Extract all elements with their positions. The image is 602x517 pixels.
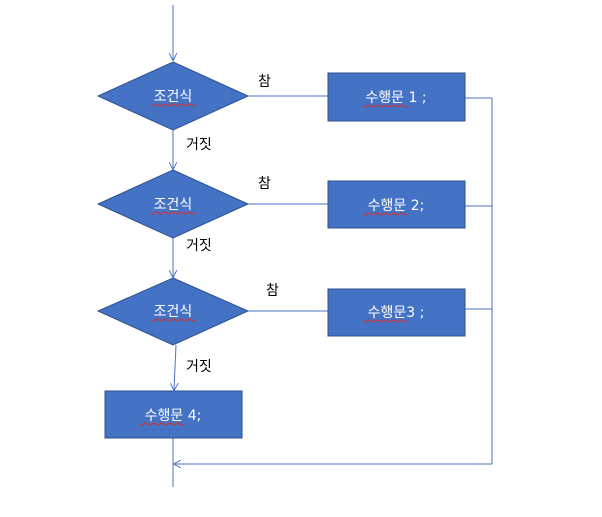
true-label-1: 참 <box>258 74 271 90</box>
condition-diamond <box>96 169 250 239</box>
spellcheck-squiggle <box>150 103 196 107</box>
spellcheck-squiggle <box>362 319 408 323</box>
spellcheck-squiggle <box>362 104 408 108</box>
statement-1: 수행문 1 ; <box>327 72 466 122</box>
connectors <box>173 5 493 487</box>
statement-label: 수행문 1 ; <box>365 90 426 106</box>
statement-4: 수행문 4; <box>104 390 243 439</box>
statement-box <box>104 390 243 439</box>
spellcheck-squiggle <box>139 422 185 426</box>
true-label-2: 참 <box>258 176 271 192</box>
statement-box <box>327 180 466 229</box>
condition-2: 조건식 <box>96 169 250 239</box>
condition-label: 조건식 <box>154 89 193 105</box>
statement-box <box>327 72 466 122</box>
true-label-3: 참 <box>266 283 279 299</box>
condition-3: 조건식 <box>96 277 250 346</box>
condition-diamond <box>96 61 250 131</box>
false-label-1: 거짓 <box>186 137 212 153</box>
condition-diamond <box>96 277 250 346</box>
statement-label: 수행문 4; <box>145 408 202 424</box>
spellcheck-squiggle <box>150 318 196 322</box>
statement-box <box>327 288 466 337</box>
false-label-2: 거짓 <box>186 238 212 254</box>
false-arrow-3 <box>174 344 176 390</box>
condition-label: 조건식 <box>154 304 193 320</box>
spellcheck-squiggle <box>150 211 196 215</box>
false-label-3: 거짓 <box>186 359 212 375</box>
statement-3: 수행문3 ; <box>327 288 466 337</box>
condition-label: 조건식 <box>154 197 193 213</box>
statement-label: 수행문3 ; <box>368 305 425 321</box>
condition-1: 조건식 <box>96 61 250 131</box>
statement-2: 수행문 2; <box>327 180 466 229</box>
statement-label: 수행문 2; <box>368 198 425 214</box>
spellcheck-squiggle <box>362 212 408 216</box>
